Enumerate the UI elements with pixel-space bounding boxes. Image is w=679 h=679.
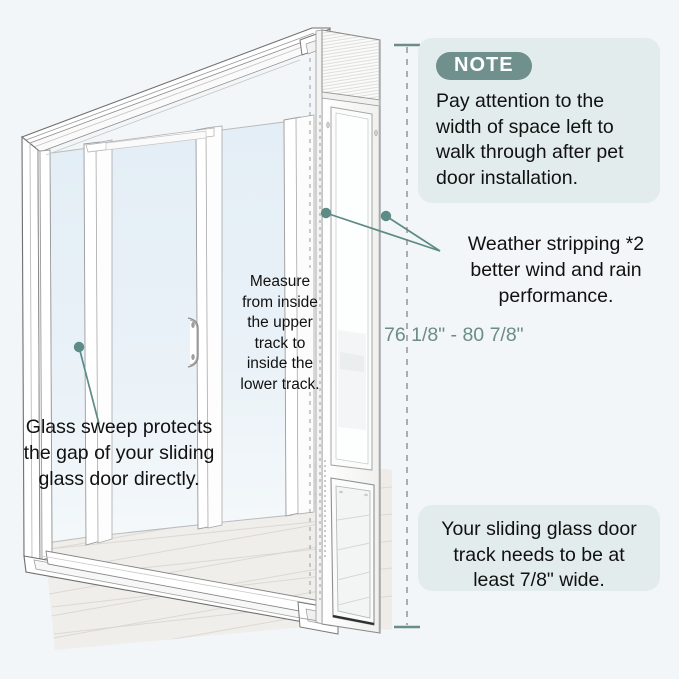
- glass-sweep-leader: [73, 341, 100, 425]
- note-top-text: Pay attention to the width of space left…: [436, 90, 624, 190]
- weather-stripping-label: Weather stripping *2 better wind and rai…: [467, 233, 645, 307]
- weather-stripping: [319, 115, 326, 600]
- door-handle[interactable]: [187, 317, 199, 368]
- pet-door-upper-glass: [330, 106, 373, 471]
- note-box-top: NOTE Pay attention to the width of space…: [418, 38, 660, 203]
- dimension-value-label: 76 1/8" - 80 7/8": [384, 324, 524, 346]
- dimension-line: [394, 43, 420, 629]
- weather-stripping-leader: [320, 207, 441, 252]
- measure-instruction-label: Measure from inside the upper track to i…: [240, 273, 320, 394]
- pet-door-flap[interactable]: [330, 477, 375, 626]
- note-badge: NOTE: [436, 52, 532, 80]
- top-extension-panel: [321, 29, 381, 107]
- note-box-bottom: Your sliding glass door track needs to b…: [418, 505, 660, 591]
- glass-sweep-label: Glass sweep protects the gap of your sli…: [23, 416, 215, 490]
- panel-top-rails: [45, 59, 301, 156]
- frame-screws: [326, 121, 378, 137]
- pet-door-insert-panel: [315, 29, 381, 634]
- lower-track: [23, 550, 339, 635]
- note-bottom-text: Your sliding glass door track needs to b…: [441, 518, 637, 592]
